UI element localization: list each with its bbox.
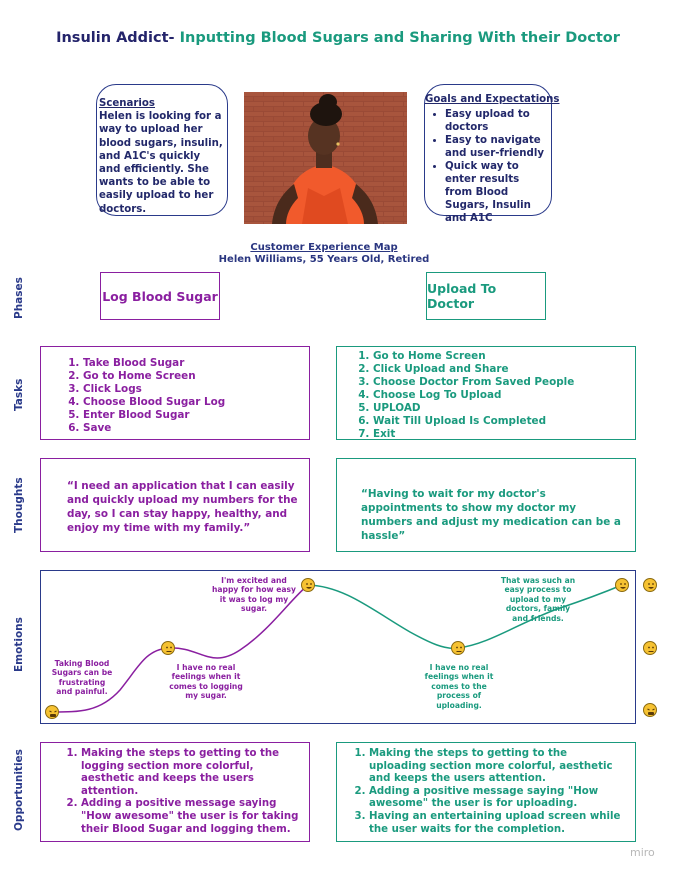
task-item: Choose Log To Upload bbox=[373, 389, 627, 402]
scale-neutral-face-icon bbox=[643, 641, 657, 655]
task-item: Click Logs bbox=[83, 383, 301, 396]
happy-face-icon bbox=[615, 578, 629, 592]
goal-item: Quick way to enter results from Blood Su… bbox=[445, 160, 547, 225]
goal-item: Easy to navigate and user-friendly bbox=[445, 134, 547, 160]
scale-happy-face-icon bbox=[643, 578, 657, 592]
emotion-note: I'm excited and happy for how easy it wa… bbox=[212, 576, 296, 614]
goals-list: Easy upload to doctors Easy to navigate … bbox=[425, 108, 547, 225]
task-item: Go to Home Screen bbox=[373, 350, 627, 363]
phase-upload-to-doctor: Upload To Doctor bbox=[426, 272, 546, 320]
task-item: Go to Home Screen bbox=[83, 370, 301, 383]
page-title: Insulin Addict- Inputting Blood Sugars a… bbox=[0, 30, 676, 46]
experience-map-heading: Customer Experience Map bbox=[250, 242, 398, 253]
goal-item: Easy upload to doctors bbox=[445, 108, 547, 134]
task-item: Wait Till Upload Is Completed bbox=[373, 415, 627, 428]
scale-frustrated-face-icon bbox=[643, 703, 657, 717]
experience-map-header: Customer Experience Map Helen Williams, … bbox=[0, 242, 648, 266]
scenarios-card: Scenarios Helen is looking for a way to … bbox=[96, 84, 228, 216]
task-item: Click Upload and Share bbox=[373, 363, 627, 376]
frustrated-face-icon bbox=[45, 705, 59, 719]
emotion-note: That was such an easy process to upload … bbox=[500, 576, 576, 623]
tasks-log-blood-sugar: Take Blood Sugar Go to Home Screen Click… bbox=[40, 346, 310, 440]
opportunity-item: Making the steps to getting to the uploa… bbox=[369, 748, 627, 786]
goals-card: Goals and Expectations Easy upload to do… bbox=[424, 84, 560, 224]
phase-log-blood-sugar: Log Blood Sugar bbox=[100, 272, 220, 320]
emotions-panel bbox=[40, 570, 636, 724]
thought-log-blood-sugar: “I need an application that I can easily… bbox=[40, 458, 310, 552]
persona-photo bbox=[244, 92, 407, 224]
opportunity-item: Making the steps to getting to the loggi… bbox=[81, 748, 301, 798]
neutral-face-icon bbox=[161, 641, 175, 655]
task-item: UPLOAD bbox=[373, 402, 627, 415]
title-part-1: Insulin Addict- bbox=[56, 30, 175, 46]
happy-face-icon bbox=[301, 578, 315, 592]
emotion-note: I have no real feelings when it comes to… bbox=[169, 663, 243, 701]
opportunity-item: Having an entertaining upload screen whi… bbox=[369, 811, 627, 836]
neutral-face-icon bbox=[451, 641, 465, 655]
task-item: Exit bbox=[373, 428, 627, 441]
thought-upload-to-doctor: “Having to wait for my doctor's appointm… bbox=[336, 458, 636, 552]
opportunity-item: Adding a positive message saying "How aw… bbox=[369, 786, 627, 811]
task-item: Choose Doctor From Saved People bbox=[373, 376, 627, 389]
title-part-2: Inputting Blood Sugars and Sharing With … bbox=[174, 30, 620, 46]
opportunities-upload-to-doctor: Making the steps to getting to the uploa… bbox=[336, 742, 636, 842]
emotion-note: Taking Blood Sugars can be frustrating a… bbox=[51, 659, 113, 697]
task-item: Take Blood Sugar bbox=[83, 357, 301, 370]
task-item: Enter Blood Sugar bbox=[83, 409, 301, 422]
tasks-upload-to-doctor: Go to Home Screen Click Upload and Share… bbox=[336, 346, 636, 440]
scenarios-heading: Scenarios bbox=[99, 98, 155, 109]
task-item: Save bbox=[83, 422, 301, 435]
persona-subheading: Helen Williams, 55 Years Old, Retired bbox=[218, 254, 430, 265]
opportunity-item: Adding a positive message saying "How aw… bbox=[81, 798, 301, 836]
task-item: Choose Blood Sugar Log bbox=[83, 396, 301, 409]
emotion-note: I have no real feelings when it comes to… bbox=[424, 663, 494, 710]
goals-heading: Goals and Expectations bbox=[425, 94, 560, 105]
miro-watermark: miro bbox=[630, 846, 655, 859]
scenarios-body: Helen is looking for a way to upload her… bbox=[99, 111, 223, 215]
opportunities-log-blood-sugar: Making the steps to getting to the loggi… bbox=[40, 742, 310, 842]
